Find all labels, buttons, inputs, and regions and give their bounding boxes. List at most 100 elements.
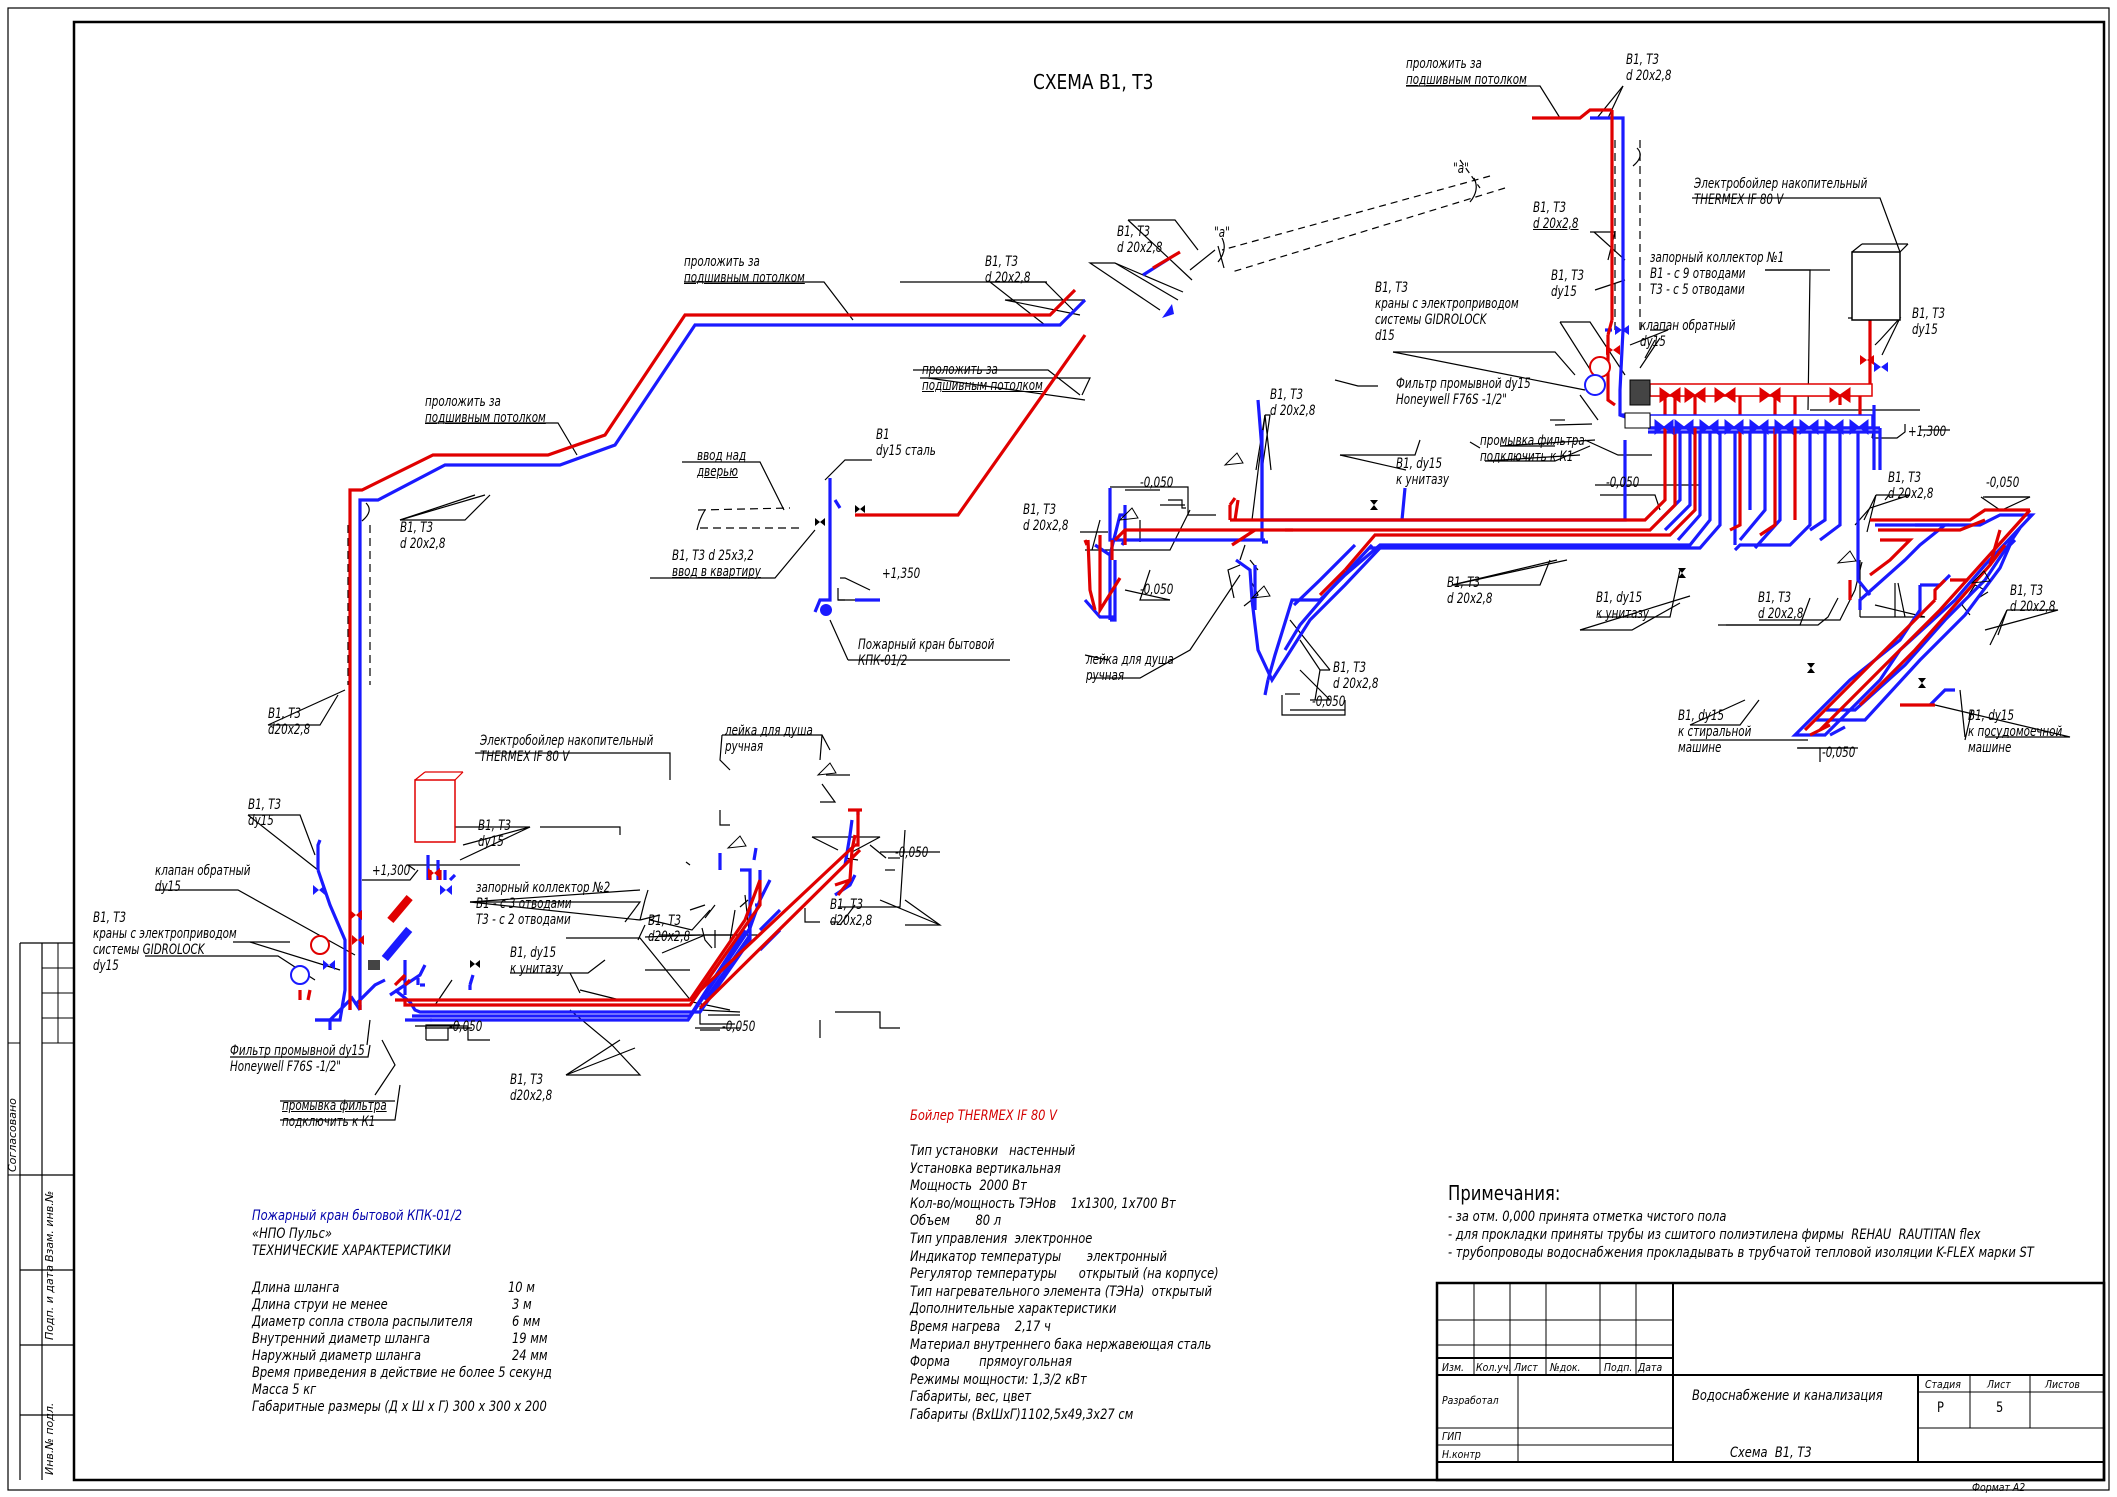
stamp-developer: Разработал — [1442, 1394, 1499, 1407]
hydrant-row-key: Наружный диаметр шланга — [252, 1348, 422, 1364]
hydrant-extra: Габаритные размеры (Д х Ш х Г) 300 х 300… — [252, 1399, 547, 1415]
note-item: - для прокладки приняты трубы из сшитого… — [1448, 1227, 1981, 1243]
label: -0,050 — [1822, 745, 1856, 761]
label: -0,050 — [1140, 582, 1174, 598]
stamp-stage: Р — [1937, 1400, 1944, 1416]
stamp-sheet: 5 — [1996, 1400, 2004, 1416]
hot-water-pipes — [298, 108, 2032, 1010]
hydrant-row-key: Диаметр сопла ствола распылителя — [252, 1314, 473, 1330]
label: +1,350 — [882, 566, 921, 582]
label: -0,050 — [1606, 475, 1640, 491]
hydrant-title: Пожарный кран бытовой КПК-01/2 — [252, 1208, 463, 1224]
stamp-gip: ГИП — [1442, 1430, 1462, 1443]
label: -0,050 — [1312, 694, 1346, 710]
hydrant-maker: «НПО Пульс» — [252, 1225, 332, 1242]
label: +1,300 — [372, 863, 411, 879]
note-item: - за отм. 0,000 принята отметка чистого … — [1448, 1209, 1727, 1225]
hydrant-extra: Масса 5 кг — [252, 1382, 317, 1398]
boiler-title: Бойлер THERMEX IF 80 V — [910, 1108, 1057, 1124]
hydrant-row-key: Длина шланга — [252, 1280, 340, 1296]
hydrant-specs: Пожарный кран бытовой КПК-01/2 «НПО Пуль… — [252, 1208, 508, 1261]
equipment — [290, 243, 1991, 985]
label: "а" — [1214, 225, 1230, 241]
stamp-col: Изм. — [1442, 1361, 1464, 1374]
hydrant-row-value: 10 м — [508, 1280, 535, 1296]
side-sign: Подп. и дата — [43, 1265, 56, 1340]
elevation-markers — [425, 409, 2030, 1029]
stamp-format: Формат А2 — [1972, 1481, 2026, 1494]
stamp-sheets-header: Листов — [2045, 1378, 2080, 1391]
label: -0,050 — [1140, 475, 1174, 491]
label: -0,050 — [1986, 475, 2020, 491]
title-block — [1435, 1281, 2106, 1482]
boiler-specs: Тип установки настенный Установка вертик… — [910, 1143, 1219, 1423]
label: -0,050 — [449, 1019, 483, 1035]
stamp-col: №док. — [1550, 1361, 1581, 1374]
label: -0,050 — [895, 845, 929, 861]
side-inv: Инв.№ подл. — [43, 1402, 56, 1475]
side-agreed: Согласовано — [6, 1098, 19, 1172]
side-replace: Взам. инв.№ — [43, 1190, 56, 1262]
stamp-col: Подп. — [1604, 1361, 1633, 1374]
leader-lines — [145, 85, 2071, 1121]
hydrant-row-key: Длина струи не менее — [252, 1297, 388, 1313]
hydrant-row-value: 24 мм — [512, 1348, 548, 1364]
hydrant-row-value: 6 мм — [512, 1314, 541, 1330]
label: -0,050 — [722, 1019, 756, 1035]
sheet-frame — [7, 7, 2110, 1491]
hydrant-heading: ТЕХНИЧЕСКИЕ ХАРАКТЕРИСТИКИ — [252, 1243, 451, 1259]
stamp-project: Водоснабжение и канализация — [1692, 1388, 1883, 1404]
label: +1,300 — [1908, 424, 1947, 440]
stamp-col: Дата — [1638, 1361, 1663, 1374]
hydrant-row-value: 19 мм — [512, 1331, 548, 1347]
diagram-title: СХЕМА В1, Т3 — [1033, 70, 1154, 94]
stamp-col: Лист — [1514, 1361, 1538, 1374]
notes-heading: Примечания: — [1448, 1181, 1561, 1205]
hydrant-extra: Время приведения в действие не более 5 с… — [252, 1365, 552, 1381]
label: "а" — [1453, 161, 1469, 177]
stamp-col: Кол.уч. — [1476, 1361, 1512, 1374]
